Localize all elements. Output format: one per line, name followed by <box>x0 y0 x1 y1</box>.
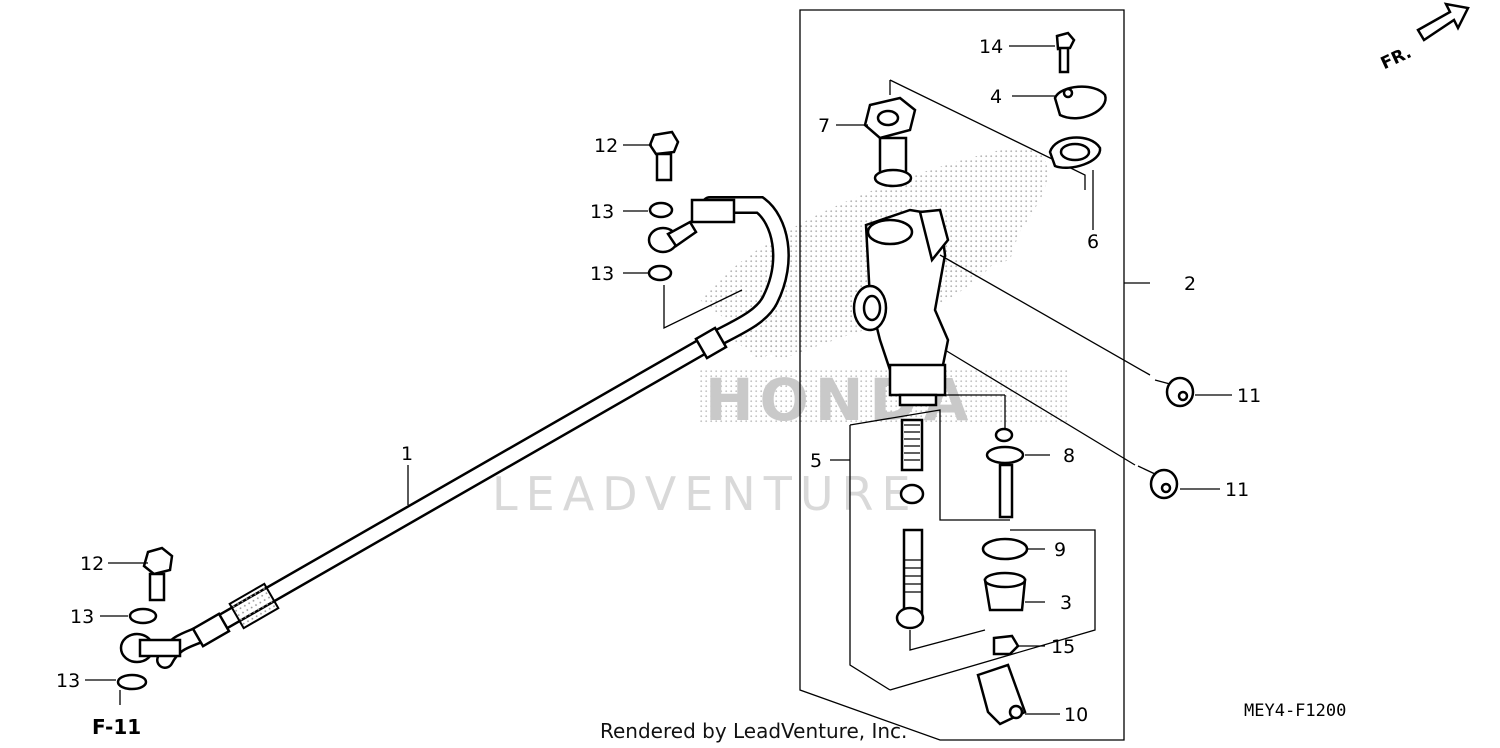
reference-label: F-11 <box>92 715 141 739</box>
arrow-up-right-icon <box>1416 2 1470 42</box>
assembly-outline <box>799 9 1125 741</box>
callout-2: 2 <box>1184 273 1196 295</box>
callout-6: 6 <box>1087 231 1099 253</box>
cap-parts <box>1048 31 1107 169</box>
pushrod-parts <box>976 427 1029 726</box>
callout-13-lower-a: 13 <box>70 606 94 628</box>
lower-banjo-bolt <box>116 546 174 691</box>
callout-13-upper-a: 13 <box>590 201 614 223</box>
callout-8: 8 <box>1063 445 1075 467</box>
callout-12-lower: 12 <box>80 553 104 575</box>
callout-9: 9 <box>1054 539 1066 561</box>
callout-4: 4 <box>990 86 1002 108</box>
callout-7: 7 <box>818 115 830 137</box>
callout-1: 1 <box>401 443 413 465</box>
direction-label: FR. <box>1378 43 1415 74</box>
diagram-code: MEY4-F1200 <box>1244 701 1346 721</box>
callout-10: 10 <box>1064 704 1088 726</box>
brake-hose <box>119 196 790 669</box>
leader-lines <box>85 45 1232 715</box>
callout-5: 5 <box>810 450 822 472</box>
render-credit: Rendered by LeadVenture, Inc. <box>600 719 907 743</box>
callout-13-upper-b: 13 <box>590 263 614 285</box>
callout-3: 3 <box>1060 592 1072 614</box>
master-cylinder-body <box>852 208 950 407</box>
callout-12-upper: 12 <box>594 135 618 157</box>
piston-parts <box>895 418 986 651</box>
callout-11-upper: 11 <box>1237 385 1261 407</box>
bleeder-screws <box>939 254 1195 500</box>
reservoir-joint <box>863 96 917 188</box>
callout-11-lower: 11 <box>1225 479 1249 501</box>
callout-13-lower-b: 13 <box>56 670 80 692</box>
callout-15: 15 <box>1051 636 1075 658</box>
callout-14: 14 <box>979 36 1003 58</box>
watermark-text: LEADVENTURE <box>492 467 919 521</box>
